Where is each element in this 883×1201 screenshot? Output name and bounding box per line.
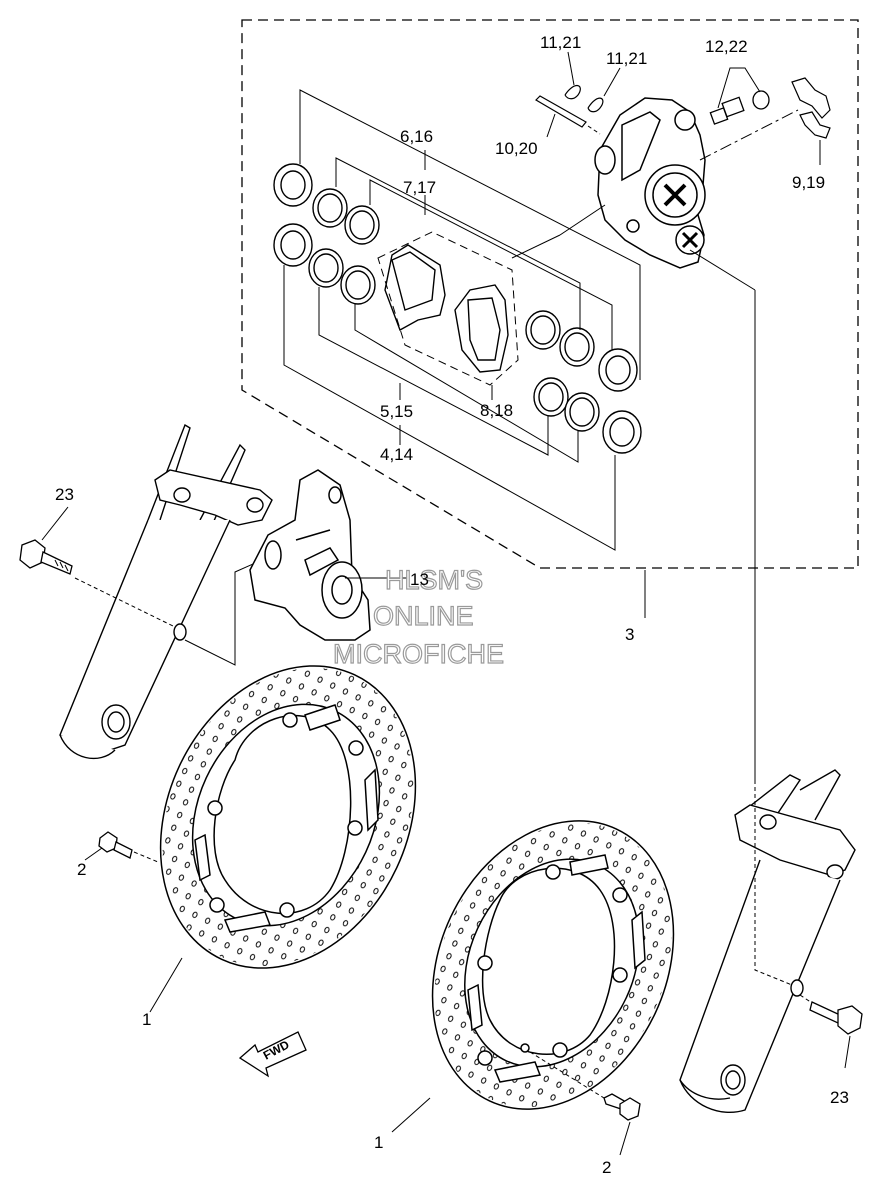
leader-10-20 (546, 113, 556, 138)
leader-caliper-mount (184, 559, 263, 666)
pad-spring (791, 77, 831, 139)
caliper-leaders (559, 204, 756, 780)
disc-bolt-left (98, 831, 133, 859)
label-11-21-b: 11,21 (606, 49, 647, 68)
caliper-bolt-left (19, 539, 73, 575)
caliper-exploded (594, 97, 706, 269)
label-23-right: 23 (830, 1088, 849, 1107)
label-23-left: 23 (55, 485, 74, 504)
disc-bolt-right (603, 1093, 641, 1121)
watermark-line3: MICROFICHE (333, 639, 504, 669)
watermark-line2: ONLINE (373, 601, 474, 631)
fork-leg-left (59, 423, 273, 760)
watermark-line1: HLSM'S (385, 565, 483, 595)
leader-12-22 (717, 67, 761, 109)
label-2-left: 2 (77, 860, 86, 879)
label-5-15: 5,15 (380, 402, 413, 421)
label-1-right: 1 (374, 1133, 383, 1152)
centerline-spring (699, 109, 799, 161)
fork-leg-right (679, 769, 856, 1114)
watermark: HLSM'S ONLINE MICROFICHE (332, 564, 504, 669)
exploded-view-outline (241, 19, 859, 569)
label-7-17: 7,17 (403, 178, 436, 197)
pistons-seals (273, 163, 642, 454)
label-6-16: 6,16 (400, 127, 433, 146)
pads-dashed-box (377, 231, 519, 386)
caliper-bolt-right (809, 1001, 863, 1035)
label-2-right: 2 (602, 1158, 611, 1177)
fwd-arrow: FWD (238, 1031, 307, 1078)
label-3: 3 (625, 625, 634, 644)
label-10-20: 10,20 (495, 139, 538, 158)
pad-clips (564, 85, 604, 113)
label-4-14: 4,14 (380, 445, 413, 464)
brake-disc-right (431, 820, 675, 1110)
label-8-18: 8,18 (480, 401, 513, 420)
seal-leaders (283, 89, 641, 551)
brake-pads (384, 244, 509, 373)
label-13: 13 (410, 570, 429, 589)
pad-pin (535, 95, 587, 128)
caliper-assembled (249, 469, 371, 641)
label-1-left: 1 (142, 1010, 151, 1029)
label-12-22: 12,22 (705, 37, 748, 56)
bleed-screw (709, 90, 770, 125)
part-labels: 11,21 11,21 12,22 10,20 9,19 6,16 7,17 5… (55, 33, 849, 1177)
brake-disc-left (159, 665, 417, 969)
label-11-21-a: 11,21 (540, 33, 581, 52)
label-9-19: 9,19 (792, 173, 825, 192)
